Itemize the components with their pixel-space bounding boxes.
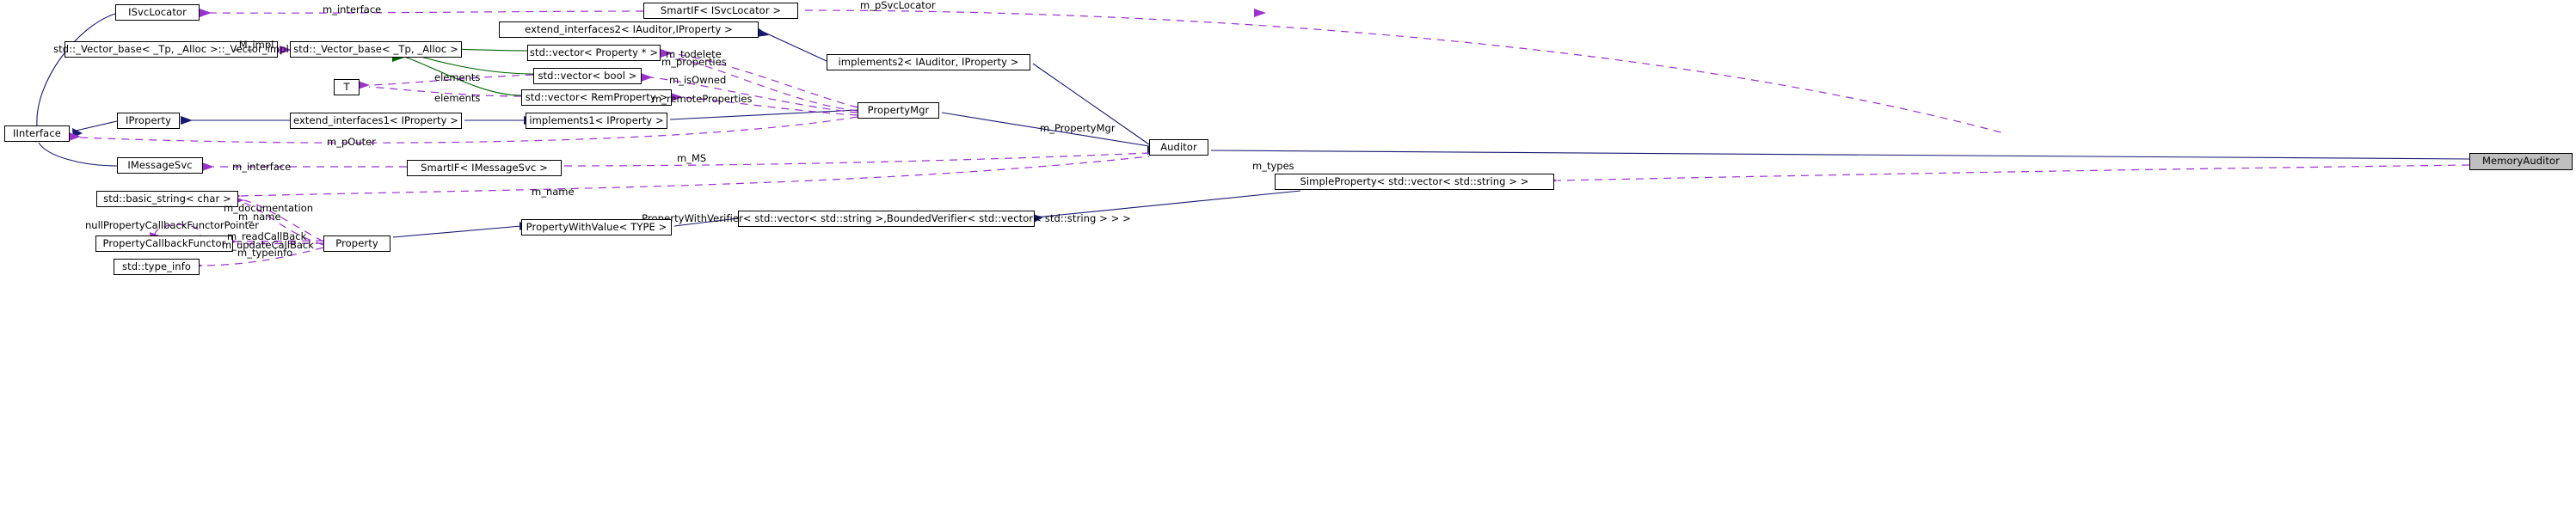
class-node-label: SimpleProperty< std::vector< std::string…: [1300, 174, 1529, 187]
edge-label-lbl_m_isOwned: m_isOwned: [669, 74, 727, 86]
class-node-basic_string[interactable]: std::basic_string< char >: [96, 191, 238, 207]
edge-label-lbl_m_interface_msg: m_interface: [232, 161, 292, 173]
class-node-vec_bool[interactable]: std::vector< bool >: [533, 68, 642, 84]
edge-label-lbl_nullPropertyCb: nullPropertyCallbackFunctorPointer: [85, 219, 259, 231]
class-node-smartif_isvc[interactable]: SmartIF< ISvcLocator >: [643, 3, 798, 19]
edge-label-lbl_m_updateCallBack: m_updateCallBack: [222, 239, 314, 251]
class-node-imessagesvc[interactable]: IMessageSvc: [117, 157, 203, 174]
class-node-vec_property_ptr[interactable]: std::vector< Property * >: [527, 45, 661, 61]
class-node-memoryauditor[interactable]: MemoryAuditor: [2469, 153, 2573, 170]
edge-label-lbl_elements_1: elements: [434, 71, 481, 83]
class-node-label: extend_interfaces2< IAuditor,IProperty >: [525, 22, 733, 35]
class-node-extend_if1[interactable]: extend_interfaces1< IProperty >: [290, 113, 462, 129]
class-node-property[interactable]: Property: [323, 235, 390, 252]
class-node-type_info[interactable]: std::type_info: [114, 259, 200, 275]
class-node-propertywithvalue[interactable]: PropertyWithValue< TYPE >: [521, 219, 672, 235]
edge-label-lbl_m_remoteProperties: m_remoteProperties: [652, 93, 753, 105]
class-node-label: SmartIF< ISvcLocator >: [660, 3, 782, 16]
class-node-label: IInterface: [13, 126, 61, 139]
edge-label-lbl_m_name: m_name: [532, 186, 575, 198]
inheritance-edges: [36, 13, 2470, 238]
class-node-tmpl_T[interactable]: T: [334, 79, 360, 95]
edge-label-lbl_M_impl: _M_impl: [234, 39, 274, 51]
class-node-label: std::_Vector_base< _Tp, _Alloc >::_Vecto…: [53, 42, 289, 55]
class-node-label: std::vector< RemProperty >: [525, 90, 668, 103]
class-node-label: IMessageSvc: [127, 158, 193, 171]
class-node-label: PropertyWithValue< TYPE >: [526, 220, 667, 233]
class-node-label: implements2< IAuditor, IProperty >: [838, 55, 1019, 68]
class-node-iinterface[interactable]: IInterface: [4, 125, 70, 142]
class-node-label: std::basic_string< char >: [103, 192, 231, 205]
class-node-smartif_imsg[interactable]: SmartIF< IMessageSvc >: [407, 160, 562, 176]
class-node-propertycallback[interactable]: PropertyCallbackFunctor: [95, 235, 233, 252]
class-node-label: PropertyMgr: [867, 103, 930, 116]
edge-label-lbl_m_PropertyMgr: m_PropertyMgr: [1040, 122, 1116, 134]
class-node-label: std::vector< bool >: [538, 69, 637, 82]
class-node-propertywithverifier[interactable]: PropertyWithVerifier< std::vector< std::…: [642, 211, 1131, 227]
class-node-label: extend_interfaces1< IProperty >: [293, 113, 458, 126]
edge-label-lbl_m_MS: m_MS: [677, 152, 707, 164]
class-node-vec_remproperty[interactable]: std::vector< RemProperty >: [521, 89, 672, 106]
edge-label-lbl_m_interface_top: m_interface: [323, 3, 382, 15]
class-node-label: PropertyCallbackFunctor: [102, 236, 226, 249]
class-node-vec_base[interactable]: std::_Vector_base< _Tp, _Alloc >: [290, 41, 462, 58]
class-node-label: T: [343, 80, 350, 93]
edge-label-lbl_m_types: m_types: [1252, 160, 1294, 172]
class-node-propertymgr[interactable]: PropertyMgr: [858, 102, 939, 119]
usage-edges: [78, 9, 2470, 266]
class-node-label: MemoryAuditor: [2482, 155, 2560, 168]
edge-label-lbl_m_properties: m_properties: [661, 56, 727, 68]
class-node-vec_base_impl[interactable]: std::_Vector_base< _Tp, _Alloc >::_Vecto…: [53, 41, 289, 58]
class-node-isvclocator[interactable]: ISvcLocator: [115, 4, 200, 21]
class-node-label: std::_Vector_base< _Tp, _Alloc >: [293, 42, 458, 55]
class-node-label: IProperty: [126, 113, 171, 126]
class-node-extend_if2[interactable]: extend_interfaces2< IAuditor,IProperty >: [499, 21, 759, 38]
class-node-label: ISvcLocator: [128, 5, 187, 18]
edge-label-lbl_m_typeinfo: m_typeinfo: [237, 247, 293, 259]
class-node-label: implements1< IProperty >: [529, 113, 664, 126]
edge-label-lbl_m_name2: m_name: [238, 211, 281, 223]
class-node-label: Auditor: [1160, 140, 1197, 153]
class-node-simpleproperty[interactable]: SimpleProperty< std::vector< std::string…: [1275, 174, 1554, 190]
class-node-label: std::type_info: [122, 260, 191, 272]
class-node-label: Property: [335, 236, 378, 249]
edge-label-lbl_m_pSvcLocator: m_pSvcLocator: [860, 0, 936, 11]
edge-label-lbl_m_readCallBack: m_readCallBack: [227, 230, 307, 242]
edge-label-lbl_elements_2: elements: [434, 92, 481, 104]
edge-label-lbl_m_todelete: m_todelete: [666, 48, 722, 60]
class-node-label: std::vector< Property * >: [529, 46, 659, 58]
class-node-implements2[interactable]: implements2< IAuditor, IProperty >: [827, 54, 1030, 70]
class-node-label: PropertyWithVerifier< std::vector< std::…: [642, 211, 1131, 224]
class-node-iproperty[interactable]: IProperty: [117, 113, 180, 129]
class-node-label: SmartIF< IMessageSvc >: [421, 161, 548, 174]
edge-label-lbl_m_documentation: m_documentation: [224, 202, 314, 214]
class-node-auditor[interactable]: Auditor: [1149, 139, 1208, 156]
edge-label-lbl_m_pOuter: m_pOuter: [327, 136, 376, 148]
class-node-implements1[interactable]: implements1< IProperty >: [526, 113, 667, 129]
